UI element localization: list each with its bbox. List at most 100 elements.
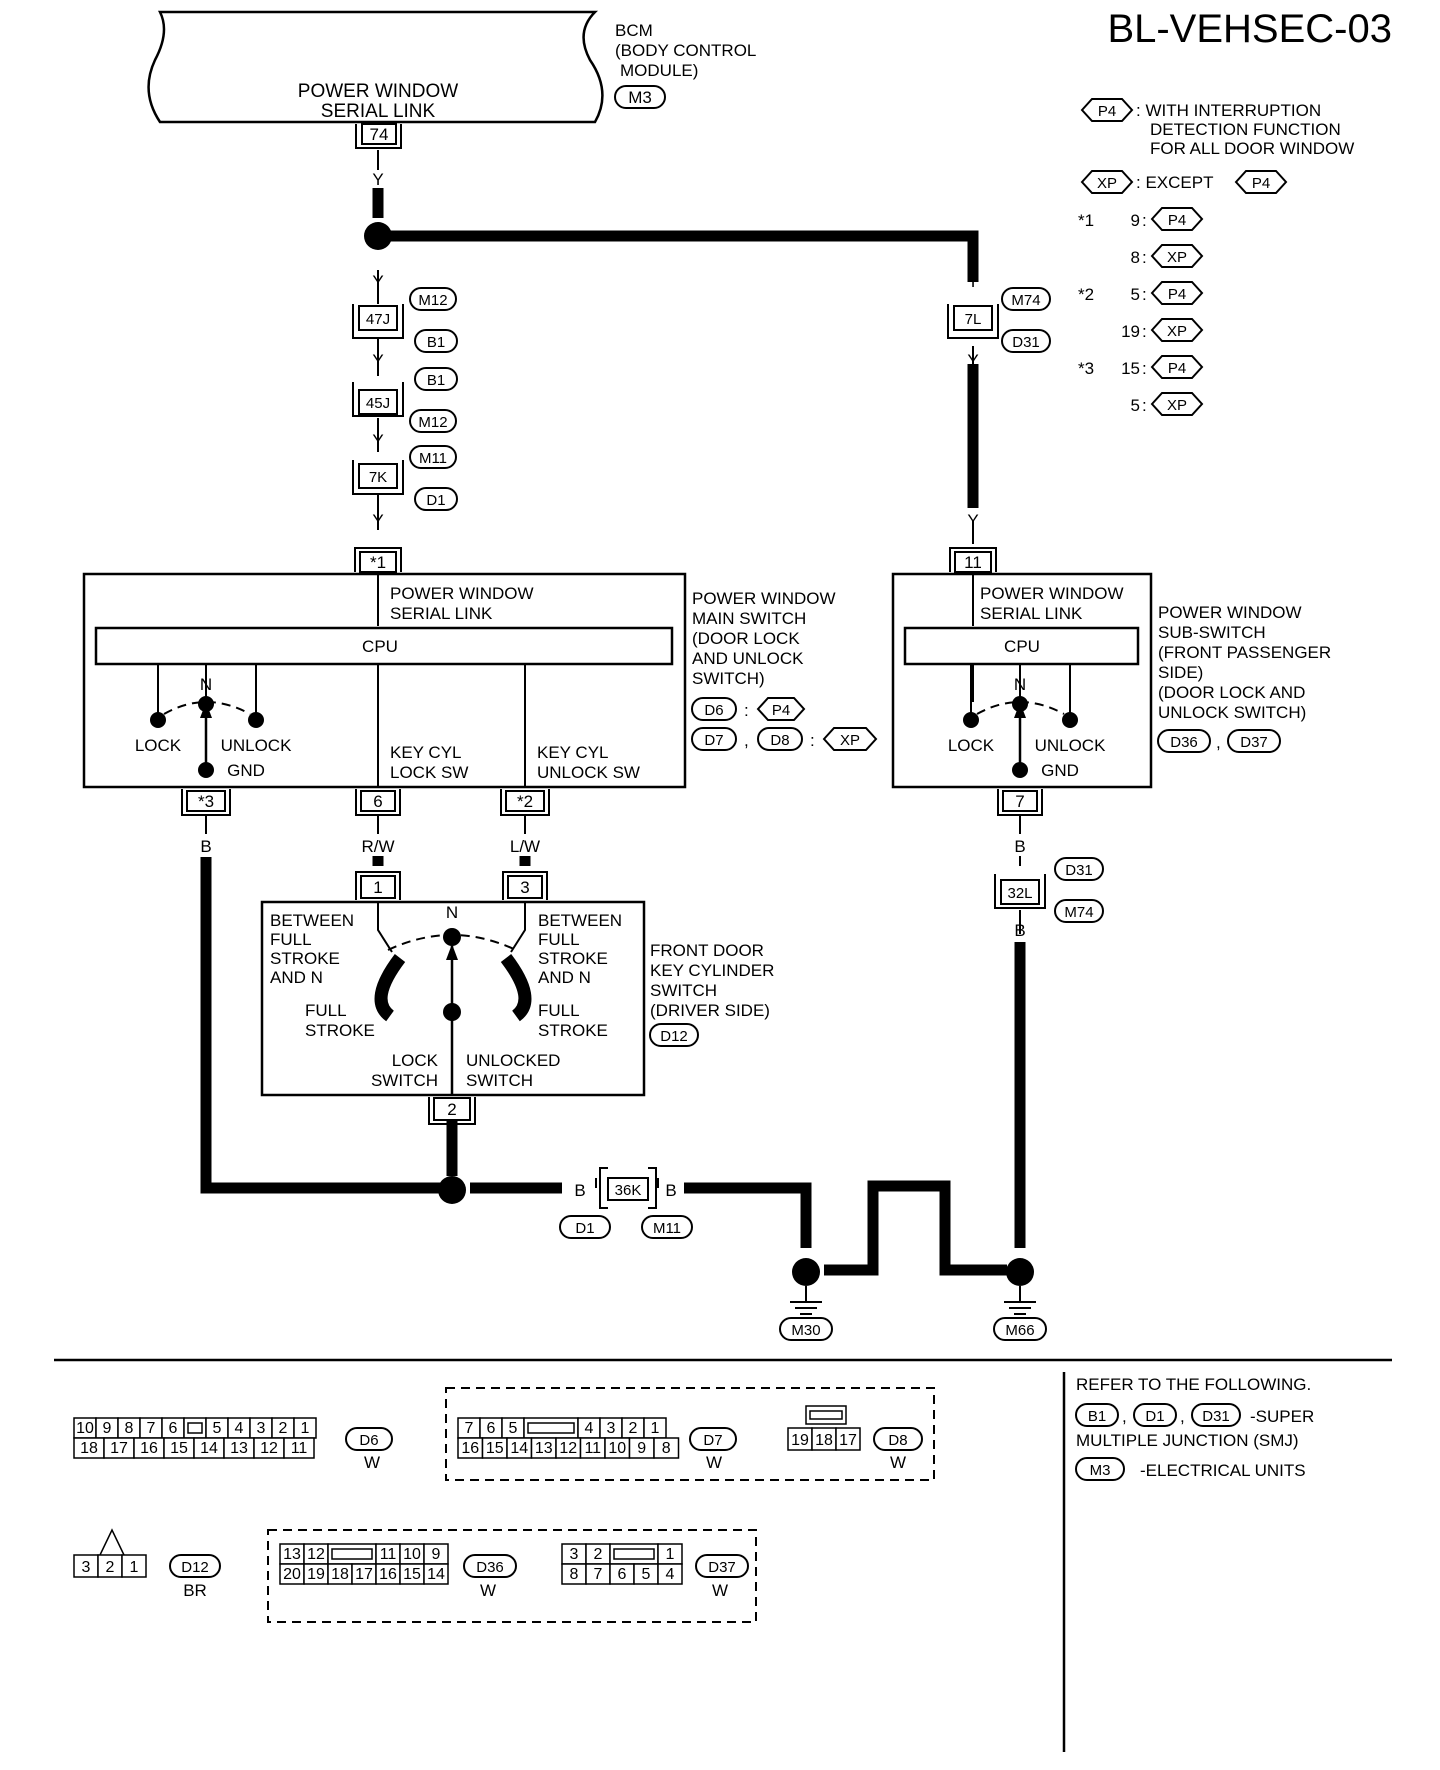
svg-text:Y: Y [372, 431, 383, 450]
svg-text:D1: D1 [1145, 1408, 1164, 1425]
svg-text:STROKE: STROKE [538, 1021, 608, 1040]
svg-text:LOCK: LOCK [948, 736, 995, 755]
d7-bottom-pin: 13 [535, 1440, 553, 1457]
svg-text:POWER WINDOW: POWER WINDOW [1158, 603, 1302, 622]
d6-top-pin: 5 [213, 1420, 222, 1437]
inline-connector-36k: 36K D1 M11 [559, 1167, 693, 1239]
svg-text:*2: *2 [517, 792, 533, 811]
svg-text:D8: D8 [770, 732, 789, 749]
svg-text:,: , [1180, 1407, 1185, 1426]
svg-text:P4: P4 [1098, 103, 1116, 120]
d36-top-pin: 12 [307, 1546, 325, 1563]
d6-top-pin: 2 [279, 1420, 288, 1437]
svg-text:P4: P4 [1252, 175, 1270, 192]
d36-bottom-pin: 20 [283, 1566, 301, 1583]
svg-text:N: N [446, 903, 458, 922]
d7-bottom-pin: 10 [608, 1440, 626, 1457]
d36-bottom-pin: 14 [427, 1566, 445, 1583]
svg-text:DETECTION FUNCTION: DETECTION FUNCTION [1150, 120, 1341, 139]
svg-text:UNLOCK: UNLOCK [1035, 736, 1107, 755]
d7-top-pin: 2 [629, 1420, 638, 1437]
d7-bottom-pin: 16 [461, 1440, 479, 1457]
svg-text:-SUPER: -SUPER [1250, 1407, 1314, 1426]
d7-bottom-pin: 12 [559, 1440, 577, 1457]
svg-text:8: 8 [1131, 248, 1140, 267]
d37-bottom-pin: 8 [570, 1566, 579, 1583]
svg-text:W: W [364, 1453, 380, 1472]
d37-top-cell [609, 1543, 659, 1565]
svg-text:5: 5 [1131, 285, 1140, 304]
svg-text:LOCK: LOCK [392, 1051, 439, 1070]
svg-text:M12: M12 [418, 292, 447, 309]
svg-text:M74: M74 [1011, 292, 1040, 309]
svg-text:*1: *1 [370, 553, 386, 572]
svg-text:B: B [939, 1221, 950, 1240]
svg-text:LOCK SW: LOCK SW [390, 763, 468, 782]
svg-text:W: W [480, 1581, 496, 1600]
main-switch-name: POWER WINDOW MAIN SWITCH (DOOR LOCK AND … [691, 589, 878, 751]
d8-cell [835, 1427, 861, 1451]
svg-text:M11: M11 [653, 1220, 681, 1237]
splice-b [438, 1176, 466, 1204]
svg-text:Y: Y [967, 511, 978, 530]
svg-text:D12: D12 [181, 1559, 209, 1576]
svg-text:GND: GND [227, 761, 265, 780]
d37-bottom-pin: 4 [666, 1566, 675, 1583]
bcm-port-label-2: SERIAL LINK [321, 101, 436, 122]
svg-text:AND UNLOCK: AND UNLOCK [692, 649, 804, 668]
svg-text:SIDE): SIDE) [1158, 663, 1203, 682]
svg-text:B: B [446, 1143, 457, 1162]
main-switch: POWER WINDOW SERIAL LINK CPU N LOCK UNLO… [82, 572, 687, 789]
d7-bottom-pin: 8 [662, 1440, 671, 1457]
d6-bottom-pin: 12 [260, 1440, 278, 1457]
svg-text:GND: GND [1041, 761, 1079, 780]
svg-text:XP: XP [1167, 249, 1187, 266]
svg-text:M12: M12 [418, 414, 447, 431]
svg-text:Y: Y [967, 351, 978, 370]
svg-text:W: W [890, 1453, 906, 1472]
d7-top-key [527, 1422, 575, 1434]
svg-text:-ELECTRICAL UNITS: -ELECTRICAL UNITS [1140, 1461, 1306, 1480]
svg-text:*1: *1 [1078, 211, 1094, 230]
d7-top-pin: 5 [509, 1420, 518, 1437]
d8-pin: 19 [791, 1432, 809, 1449]
svg-text:B1: B1 [427, 334, 445, 351]
svg-text:M30: M30 [791, 1322, 820, 1339]
d6-top-pin: 6 [169, 1420, 178, 1437]
d7-bottom-pin: 15 [486, 1440, 504, 1457]
d7-top-pin: 7 [465, 1420, 474, 1437]
d36-bottom-pin: 15 [403, 1566, 421, 1583]
d6-top-pin: 7 [147, 1420, 156, 1437]
bcm-terminal: 74 [355, 123, 402, 149]
d6-bottom-pin: 18 [80, 1440, 98, 1457]
d6-top-pin: 1 [301, 1420, 310, 1437]
d6-bottom-cell [283, 1437, 315, 1459]
svg-text:D31: D31 [1065, 862, 1093, 879]
svg-text:FULL: FULL [538, 1001, 580, 1020]
d36-bottom-pin: 16 [379, 1566, 397, 1583]
d7-top-pin: 3 [607, 1420, 616, 1437]
svg-text:CPU: CPU [362, 637, 398, 656]
svg-text:D8: D8 [888, 1432, 907, 1449]
svg-text:BR: BR [183, 1581, 207, 1600]
svg-text:MAIN SWITCH: MAIN SWITCH [692, 609, 806, 628]
svg-text:B1: B1 [1088, 1408, 1106, 1425]
d6-bottom-pin: 13 [230, 1440, 248, 1457]
d36-top-pin: 10 [403, 1546, 421, 1563]
svg-text:W: W [712, 1581, 728, 1600]
svg-text:D12: D12 [660, 1028, 688, 1045]
d6-bottom-pin: 14 [200, 1440, 218, 1457]
svg-text:SWITCH: SWITCH [650, 981, 717, 1000]
d7-top-pin: 6 [487, 1420, 496, 1437]
d36-top-pin: 9 [432, 1546, 441, 1563]
svg-text:D36: D36 [476, 1559, 504, 1576]
svg-text:D37: D37 [1240, 734, 1268, 751]
svg-text:D1: D1 [426, 492, 445, 509]
d37-bottom-pin: 5 [642, 1566, 651, 1583]
svg-text:B: B [665, 1181, 676, 1200]
svg-text:1: 1 [373, 878, 382, 897]
svg-text:STROKE: STROKE [305, 1021, 375, 1040]
svg-text:STROKE: STROKE [270, 949, 340, 968]
svg-text:W: W [706, 1453, 722, 1472]
svg-text:L/W: L/W [510, 837, 540, 856]
